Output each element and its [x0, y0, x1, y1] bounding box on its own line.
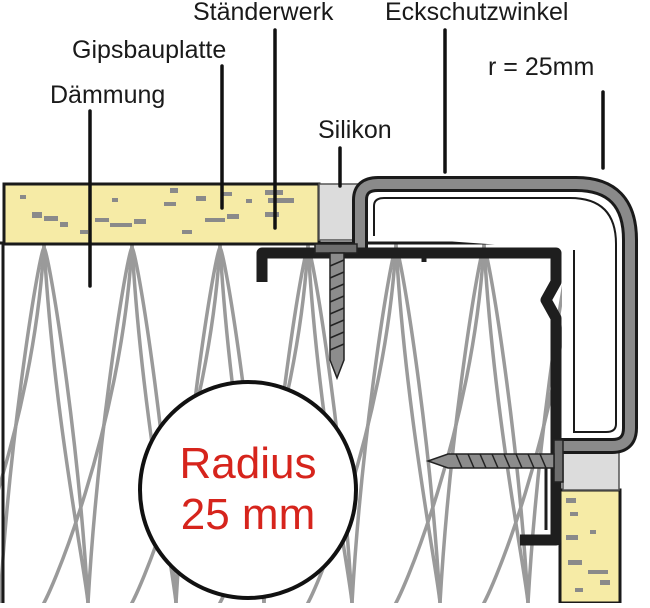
- label-eckschutzwinkel: Eckschutzwinkel: [385, 0, 568, 25]
- label-radius-value: r = 25mm: [488, 55, 594, 80]
- gypsum-board-side: [560, 490, 620, 603]
- label-daemmung: Dämmung: [50, 83, 165, 108]
- gypsum-board-top: [4, 184, 319, 244]
- radius-badge: Radius 25 mm: [138, 380, 358, 600]
- radius-badge-line1: Radius: [180, 439, 317, 490]
- radius-badge-line2: 25 mm: [181, 490, 315, 541]
- label-silikon: Silikon: [318, 118, 392, 143]
- label-gipsbauplatte: Gipsbauplatte: [72, 38, 226, 63]
- label-staenderwerk: Ständerwerk: [193, 0, 333, 25]
